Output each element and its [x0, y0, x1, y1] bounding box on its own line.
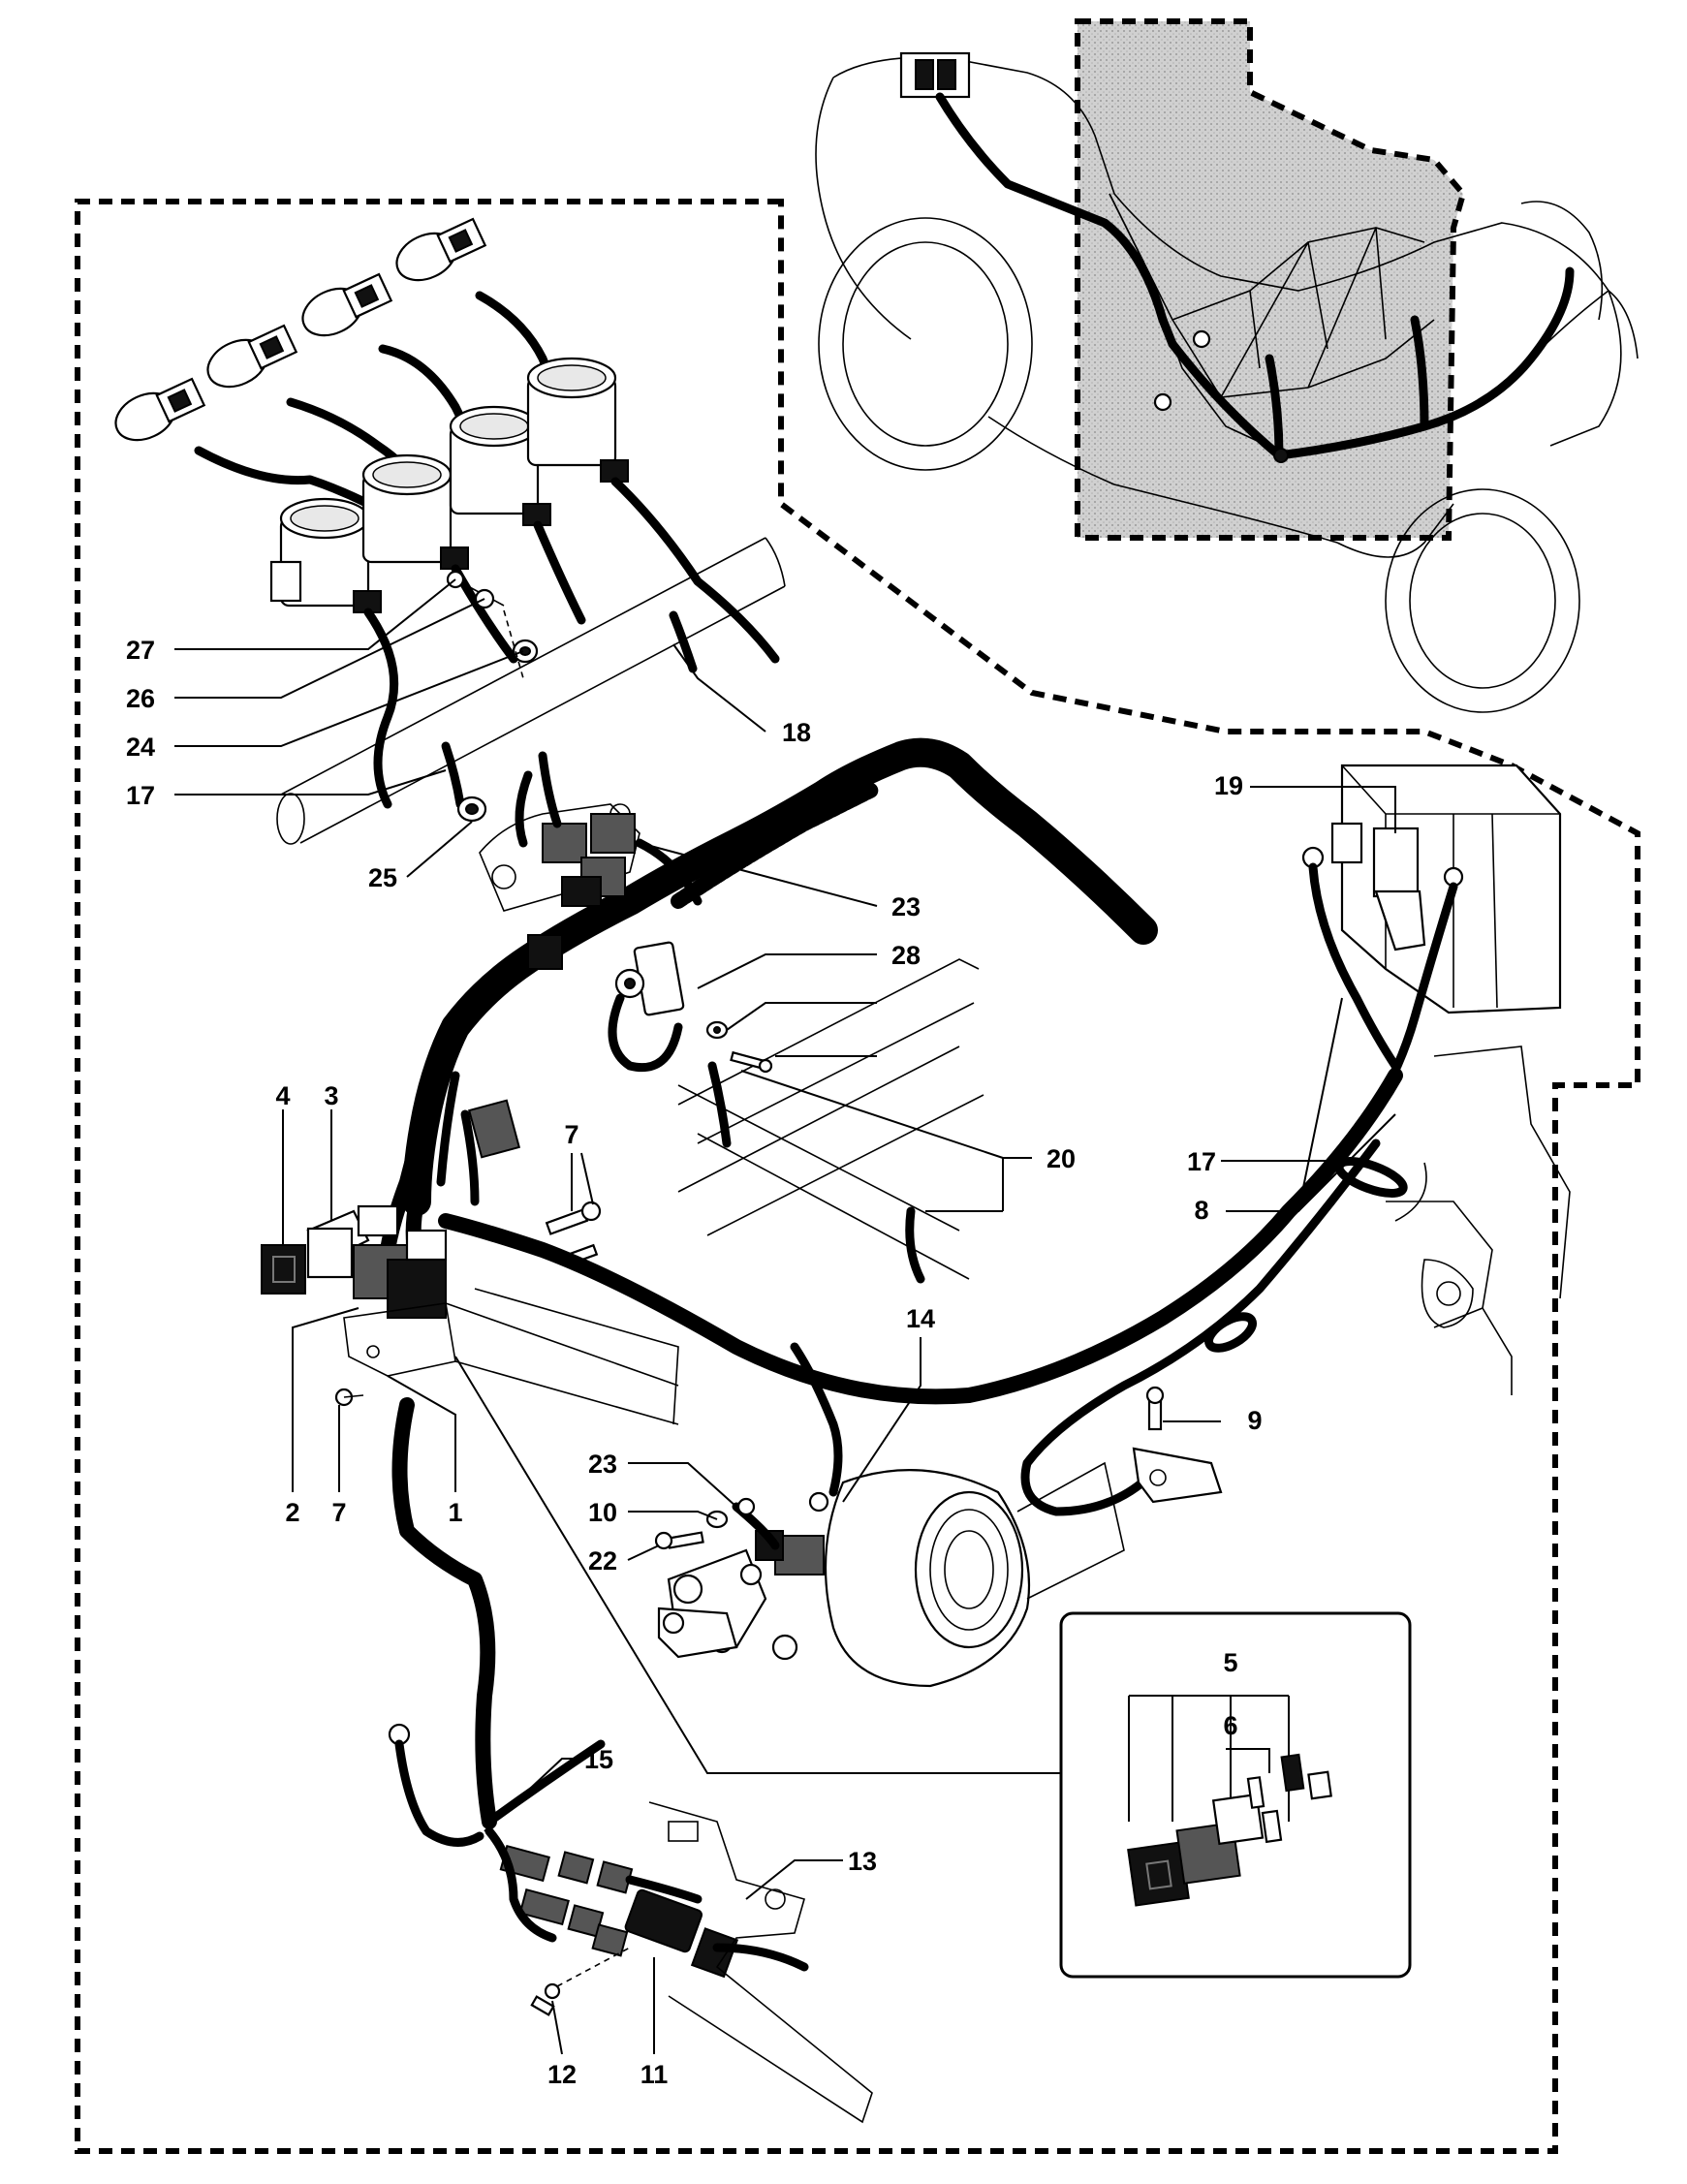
callout-20: 22: [588, 1546, 617, 1576]
rear-frame: [1386, 1045, 1571, 1395]
callout-26: 28: [891, 941, 921, 970]
fuse-holder-11: [624, 1888, 739, 1979]
callout-16: 17: [1187, 1147, 1216, 1176]
callout-12: 12: [547, 2060, 577, 2089]
callout-23-lower: 25: [368, 863, 397, 892]
callout-17-left: 17: [126, 781, 155, 810]
connector-block-center: [467, 1099, 521, 1159]
leader-lines: [174, 578, 1396, 2055]
callout-19: 19: [1214, 771, 1243, 800]
callout-7-lower: 7: [331, 1498, 346, 1527]
main-detail-border: [75, 199, 1640, 2154]
callout-5: 5: [1223, 1648, 1237, 1677]
callout-17-right: 18: [782, 718, 811, 747]
relay-inset: [1059, 1611, 1412, 1979]
callout-8: 8: [1194, 1196, 1208, 1225]
coil-body-1: [269, 497, 370, 608]
coil-body-3: [449, 405, 540, 515]
callout-7-upper: 7: [564, 1120, 578, 1149]
lower-connectors: [388, 1723, 873, 2124]
callout-2: 2: [285, 1498, 299, 1527]
motorcycle-overview: [815, 18, 1639, 713]
callout-4: 4: [275, 1081, 290, 1110]
callout-14: 14: [906, 1304, 935, 1333]
callout-1: 1: [448, 1498, 462, 1527]
starter-motor: [654, 1342, 1125, 1688]
sensor-26: [527, 934, 685, 1073]
coil-body-4: [526, 357, 617, 467]
relay-group: [261, 1204, 679, 1425]
ecu-connector-block: [542, 813, 636, 907]
coil-body-2: [361, 453, 453, 564]
callout-22: 23: [891, 892, 921, 921]
detail-zone-border: [1075, 18, 1467, 541]
callout-6: 6: [1223, 1711, 1237, 1740]
cable-sleeves-18: [677, 1061, 970, 1284]
callout-labels: 27 26 24 17 18 25 23 28 19 8 17 20 7 4 3…: [126, 636, 1263, 2089]
ignition-coils: [114, 217, 780, 809]
detail-zone-shade: [1078, 21, 1463, 538]
callout-10: 10: [588, 1498, 617, 1527]
ground-point-9: [1132, 1386, 1223, 1504]
callout-13: 13: [848, 1847, 877, 1876]
leader-to-inset: [454, 1356, 1066, 1774]
callout-9: 9: [1247, 1406, 1262, 1435]
callout-25: 27: [126, 636, 155, 665]
callout-18: 20: [1047, 1144, 1076, 1173]
callout-11: 11: [640, 2060, 669, 2089]
callout-3: 3: [324, 1081, 338, 1110]
callout-23-upper: 24: [126, 733, 155, 762]
callout-15: 15: [584, 1745, 613, 1774]
callout-21: 23: [588, 1450, 617, 1479]
callout-24: 26: [126, 684, 155, 713]
frame-tubes: [276, 537, 984, 1236]
main-harness: [380, 570, 1158, 1829]
